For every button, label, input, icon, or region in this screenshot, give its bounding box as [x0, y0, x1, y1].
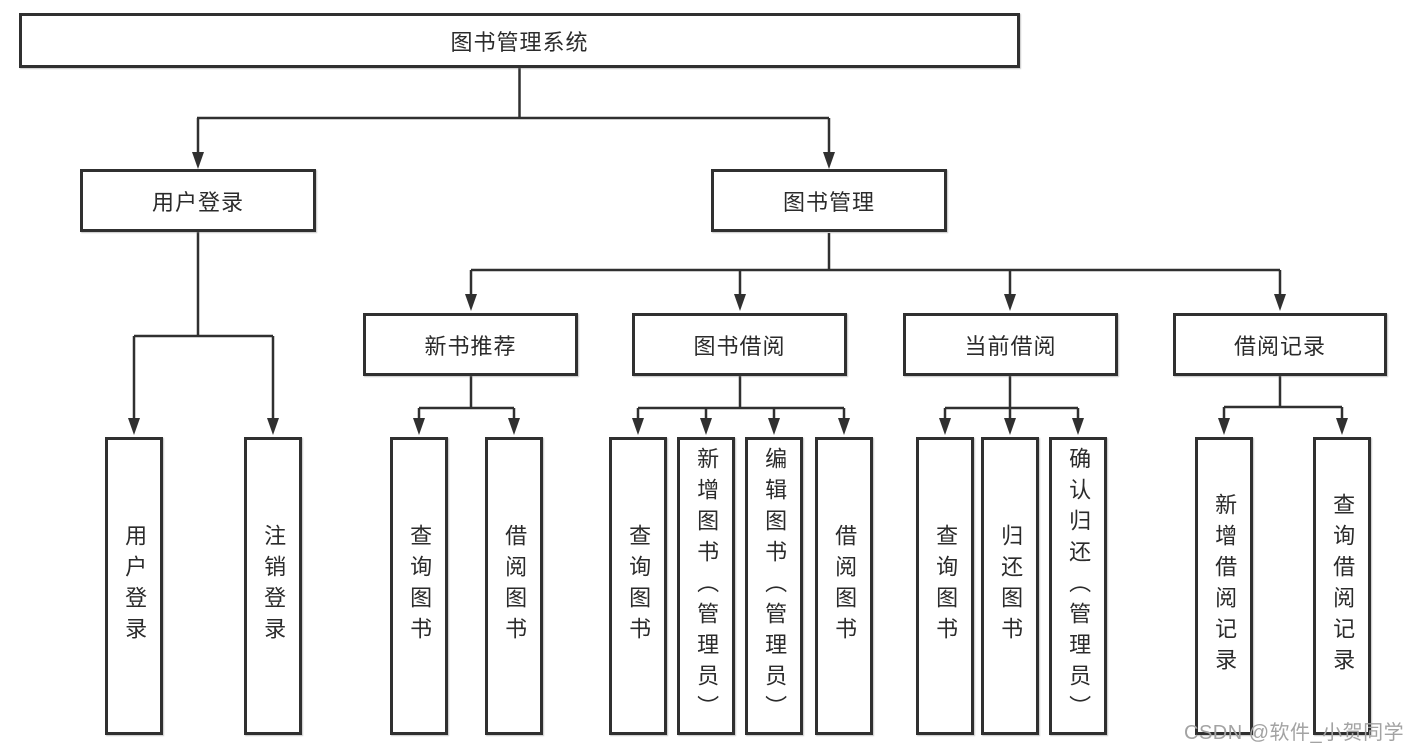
leaf-query-borrow-record: 查询借阅记录 [1313, 437, 1371, 735]
node-root-system: 图书管理系统 [19, 13, 1020, 68]
leaf-logout: 注销登录 [244, 437, 302, 735]
leaf-add-books-admin: 新增图书（管理员） [677, 437, 735, 735]
leaf-add-borrow-record: 新增借阅记录 [1195, 437, 1253, 735]
node-book-borrow: 图书借阅 [632, 313, 847, 376]
leaf-newbook-borrow-books: 借阅图书 [485, 437, 543, 735]
csdn-watermark: CSDN @软件_小贺同学 [1184, 722, 1405, 744]
node-borrow-records: 借阅记录 [1173, 313, 1387, 376]
node-new-book-recommend: 新书推荐 [363, 313, 578, 376]
leaf-user-login: 用户登录 [105, 437, 163, 735]
leaf-return-books: 归还图书 [981, 437, 1039, 735]
leaf-confirm-return-admin: 确认归还（管理员） [1049, 437, 1107, 735]
node-current-borrow: 当前借阅 [903, 313, 1118, 376]
node-user-login: 用户登录 [80, 169, 316, 232]
leaf-borrow-query-books: 查询图书 [609, 437, 667, 735]
leaf-newbook-query-books: 查询图书 [390, 437, 448, 735]
leaf-borrow-books: 借阅图书 [815, 437, 873, 735]
leaf-edit-books-admin: 编辑图书（管理员） [745, 437, 803, 735]
node-book-management: 图书管理 [711, 169, 947, 232]
leaf-current-query-books: 查询图书 [916, 437, 974, 735]
